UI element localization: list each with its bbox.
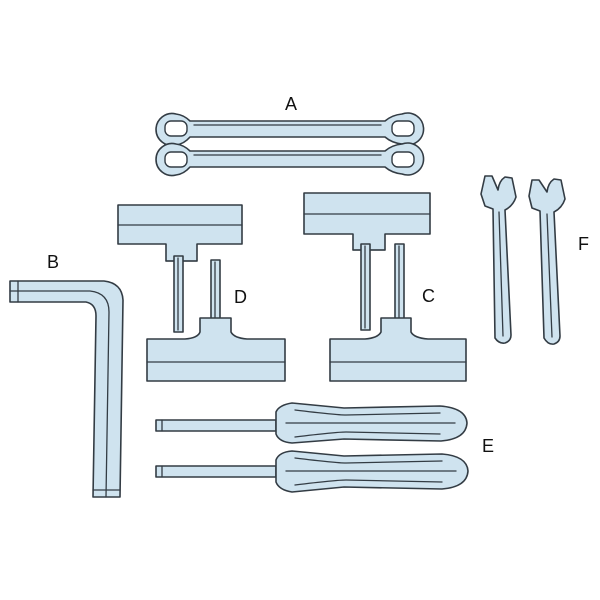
open-end-wrench-right [528, 178, 566, 345]
ring-spanner-top [155, 112, 425, 147]
label-b: B [47, 252, 59, 272]
label-a: A [285, 94, 297, 114]
t-handle-tool-d [117, 204, 286, 382]
screwdriver-top [155, 402, 468, 444]
label-d: D [234, 287, 247, 307]
screwdriver-bottom [155, 450, 469, 493]
label-c: C [422, 286, 435, 306]
label-e: E [482, 436, 494, 456]
label-f: F [578, 234, 589, 254]
open-end-wrench-left [480, 175, 517, 344]
t-handle-tool-c [303, 192, 467, 382]
hex-key [9, 280, 124, 498]
ring-spanner-bottom [155, 142, 425, 177]
